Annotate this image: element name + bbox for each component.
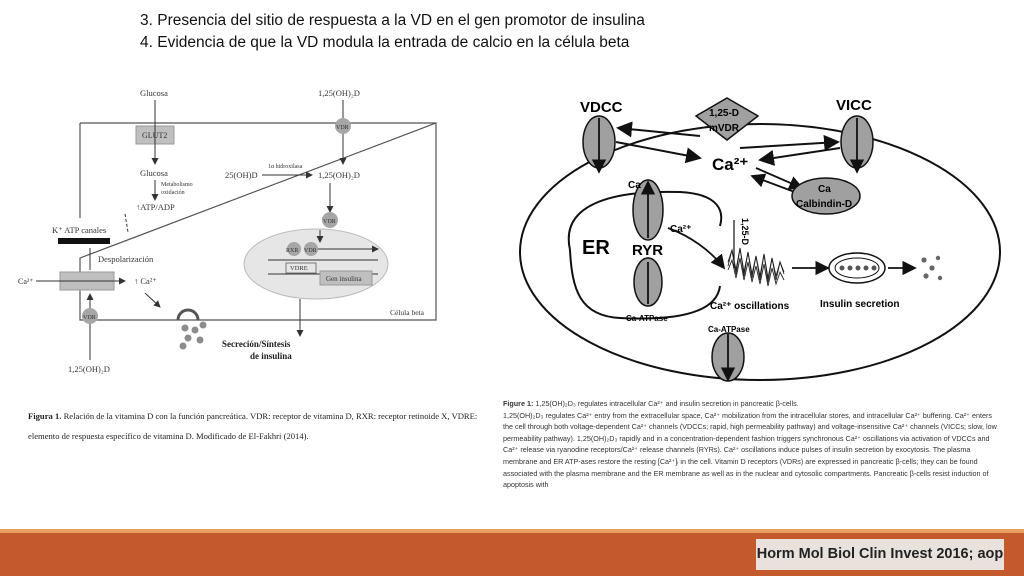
- ca-left-label: Ca²⁺: [18, 277, 34, 286]
- ryr-label: RYR: [632, 242, 663, 259]
- gene-label: Gen insulina: [326, 275, 362, 283]
- vdr-receptor-top: [335, 118, 351, 134]
- glucosa-top-label: Glucosa: [140, 88, 168, 98]
- calbindin-ca-label: Ca: [818, 184, 831, 195]
- ca-up-label: ↑ Ca²⁺: [134, 276, 157, 286]
- left-cell-border: [79, 122, 437, 321]
- oxidation-label: oxidación: [161, 190, 185, 196]
- insulin-secretion-label: Insulin secretion: [820, 299, 899, 310]
- vdcc-label: VDCC: [580, 99, 623, 116]
- katp-channel: [58, 238, 110, 244]
- ca-atpase-pm-label: Ca-ATPase: [708, 325, 750, 334]
- vdr-nucleus-label: VDR: [304, 248, 317, 254]
- vdr-receptor-mid: [322, 212, 338, 228]
- ca-er-label: Ca²⁺: [670, 224, 691, 235]
- slide-header: 3. Presencia del sitio de respuesta a la…: [140, 10, 645, 54]
- atp-adp-label: ↑ATP/ADP: [136, 202, 175, 212]
- gene-box: [319, 270, 373, 286]
- calbindin-protein: [791, 177, 861, 215]
- footer-accent-line: [0, 529, 1024, 533]
- k-channels-label: K⁺ ATP canales: [52, 225, 106, 235]
- ca-center-label: Ca²⁺: [712, 155, 748, 174]
- rxr-receptor: [287, 242, 301, 256]
- er-membrane: [567, 190, 723, 320]
- insulin-granule-dots: [839, 265, 877, 271]
- metabolism-label: Metabolismo: [161, 182, 193, 188]
- depolarization-label: Despolarización: [98, 254, 154, 264]
- right-figure: VDCC 1,25-D mVDR VICC Ca²⁺ Ca Calbindin-…: [519, 97, 1001, 382]
- right-caption-bold: Figure 1:: [503, 399, 534, 408]
- hydroxylase-label: 1α hidroxilasa: [268, 164, 303, 170]
- ca-oscillations-trace: [727, 247, 785, 287]
- rxr-label: RXR: [286, 248, 298, 254]
- er-label: ER: [582, 237, 610, 259]
- right-caption-title: 1,25(OH)₂D₃ regulates intracellular Ca²⁺…: [533, 399, 799, 408]
- secretion-line2: de insulina: [250, 351, 292, 361]
- vd-mid-label: 1,25(OH)₂D: [318, 170, 360, 180]
- vdr-mid-label: VDR: [323, 219, 336, 225]
- vdr-bottom-label: VDR: [83, 315, 96, 321]
- mvdr-label-1: 1,25-D: [709, 108, 739, 119]
- left-caption-text: Relación de la vitamina D con la función…: [28, 411, 478, 441]
- right-figure-caption: Figure 1: 1,25(OH)₂D₃ regulates intracel…: [503, 398, 1001, 491]
- citation-box: Horm Mol Biol Clin Invest 2016; aop: [756, 539, 1004, 570]
- calbindin-label: Calbindin-D: [796, 199, 852, 210]
- right-caption-body: 1,25(OH)₂D₃ regulates Ca²⁺ entry from th…: [503, 410, 997, 490]
- left-figure-caption: Figura 1. Relación de la vitamina D con …: [28, 406, 480, 446]
- glucosa-mid-label: Glucosa: [140, 168, 168, 178]
- vdre-box: [285, 262, 317, 274]
- vdre-label: VDRE: [290, 265, 308, 272]
- left-figure: Glucosa 1,25(OH)₂D GLUT2 VDR Glucosa Met…: [18, 88, 437, 374]
- header-line-3: 3. Presencia del sitio de respuesta a la…: [140, 12, 645, 29]
- vdr-receptor-bottom: [82, 308, 98, 324]
- secretion-line1: Secreción/Síntesis: [222, 339, 291, 349]
- vd-bottom-label: 1,25(OH)₂D: [68, 364, 110, 374]
- secreted-insulin-dots: [921, 255, 943, 281]
- left-caption-bold: Figura 1.: [28, 411, 62, 421]
- ca-atpase-er-label: Ca-ATPase: [626, 314, 668, 323]
- cell-label: Célula beta: [390, 308, 425, 317]
- ryr-ca-label: Ca: [628, 180, 641, 191]
- vd-top-label: 1,25(OH)₂D: [318, 88, 360, 98]
- vdr-receptor-nucleus: [304, 242, 318, 256]
- mvdr-label-2: mVDR: [709, 123, 740, 134]
- vicc-label: VICC: [836, 97, 872, 114]
- header-line-4: 4. Evidencia de que la VD modula la entr…: [140, 34, 630, 51]
- insulin-granules: [176, 308, 207, 350]
- mvdr-diamond: [694, 97, 760, 141]
- d25-label: 25(OH)D: [225, 170, 258, 180]
- ca-oscillations-label: Ca²⁺ oscillations: [710, 301, 790, 312]
- vdr-top-label: VDR: [336, 125, 349, 131]
- d125-vertical-label: 1,25-D: [740, 218, 750, 246]
